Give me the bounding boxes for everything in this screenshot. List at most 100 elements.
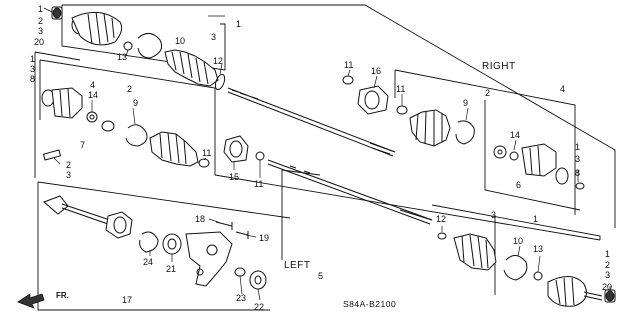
callout-12-bot: 12 (436, 214, 446, 224)
callout-2-r: 2 (485, 88, 490, 98)
callout-20-br: 20 (602, 282, 612, 292)
callout-11-r2: 11 (396, 84, 405, 94)
callout-21: 21 (166, 264, 176, 274)
intermediate-shaft (43, 195, 267, 290)
band-11-mid2 (255, 151, 265, 161)
diagram-code: S84A-B2100 (343, 299, 396, 309)
bearing-21 (162, 233, 182, 255)
callout-3-br: 3 (605, 270, 610, 280)
outer-boot-bottom (453, 233, 497, 271)
section-label-left: LEFT (284, 260, 310, 271)
middle-driveshaft (41, 87, 433, 225)
front-arrow-icon (17, 293, 45, 309)
clip-13-bottom (533, 271, 543, 281)
callout-1-top: 1 (236, 19, 241, 29)
callout-10-top: 10 (175, 36, 185, 46)
callout-9-mid: 9 (133, 98, 138, 108)
boot-band-right (455, 120, 475, 145)
callout-2-br: 2 (605, 260, 610, 270)
bracket-mid-group (39, 59, 216, 175)
front-label: FR. (56, 291, 69, 300)
bolt-19 (235, 231, 249, 239)
inner-boot-right (409, 109, 451, 147)
spider-14-right (493, 145, 507, 159)
callout-14-left: 14 (88, 90, 98, 100)
bracket-upper-group (61, 5, 226, 71)
ring-23 (234, 267, 246, 277)
callout-3-top: 3 (211, 32, 216, 42)
boot-band-small (214, 73, 226, 91)
callout-17: 17 (122, 295, 132, 305)
callout-1-l2: 1 (30, 54, 35, 64)
band-11-mid (198, 158, 210, 168)
bracket-left-mid (34, 51, 81, 178)
boot-band-mid (125, 124, 148, 147)
inner-joint-cap-right (555, 167, 569, 185)
snap-ring-24 (139, 231, 159, 253)
inner-boot-mid (149, 131, 199, 167)
set-ring-clip (42, 149, 62, 161)
upper-driveshaft (51, 6, 396, 157)
inner-joint-housing (51, 87, 83, 119)
callout-11-r1: 11 (344, 60, 353, 70)
bolt-18 (215, 221, 233, 230)
callout-3-l2: 3 (30, 64, 35, 74)
outer-boot-top (164, 49, 219, 87)
clip-13-top (123, 41, 133, 51)
damper-16 (357, 85, 389, 115)
callout-3-clip: 3 (66, 170, 71, 180)
callout-24: 24 (143, 257, 153, 267)
band-11-right-a (342, 75, 354, 85)
band-11-right-b (396, 105, 408, 115)
bracket-right-group (394, 69, 576, 215)
outer-cv-joint-bottom (547, 276, 587, 307)
callout-3-r: 3 (575, 154, 580, 164)
intermediate-bearing-housing (105, 211, 133, 239)
clip-12-bottom (437, 232, 447, 240)
callout-22: 22 (254, 302, 264, 312)
callout-15-mid: 15 (229, 172, 239, 182)
callout-10-bot: 10 (513, 236, 523, 246)
spider-14 (86, 111, 98, 123)
leader-lines (43, 7, 611, 301)
callout-11-mid: 11 (202, 148, 211, 158)
callout-2-clip: 2 (66, 160, 71, 170)
support-bracket (185, 231, 233, 287)
boot-band-bottom (503, 255, 528, 281)
bracket-outline-long-diag (214, 174, 601, 241)
bracket-right-inner (484, 100, 581, 211)
boot-band-large (137, 33, 163, 59)
callout-9-r: 9 (463, 98, 468, 108)
callout-2-mid: 2 (127, 84, 132, 94)
shaft-middle (267, 159, 433, 225)
bracket-left-section (281, 169, 321, 260)
callout-19: 19 (259, 233, 269, 243)
roller (101, 120, 115, 132)
callout-4-left: 4 (90, 80, 95, 90)
callout-13-bot: 13 (533, 244, 543, 254)
callout-8-l2: 8 (30, 74, 35, 84)
callout-labels: 1 2 3 20 1 3 10 13 12 1 3 8 14 4 2 9 7 2… (30, 4, 612, 312)
callout-7-mid: 7 (80, 140, 85, 150)
callout-13-top: 13 (117, 52, 127, 62)
seal-22 (249, 270, 267, 290)
callout-6-r: 6 (516, 180, 521, 190)
callout-20-tl: 20 (34, 37, 44, 47)
callout-12-top: 12 (213, 56, 223, 66)
callout-2-tl: 2 (38, 16, 43, 26)
callout-23: 23 (236, 293, 246, 303)
callout-1-r: 1 (575, 142, 580, 152)
bracket-left-bottom-group (37, 181, 291, 311)
callout-1-tl: 1 (38, 4, 43, 14)
callout-18: 18 (195, 214, 205, 224)
outer-cv-joint (71, 11, 123, 46)
callout-14-r: 14 (510, 130, 520, 140)
callout-5: 5 (318, 271, 323, 281)
callout-4-r: 4 (560, 84, 565, 94)
callout-1-br: 1 (605, 249, 610, 259)
callout-1-bot: 1 (533, 214, 538, 224)
dynamic-damper (223, 135, 249, 163)
callout-3-bot: 3 (491, 210, 496, 220)
